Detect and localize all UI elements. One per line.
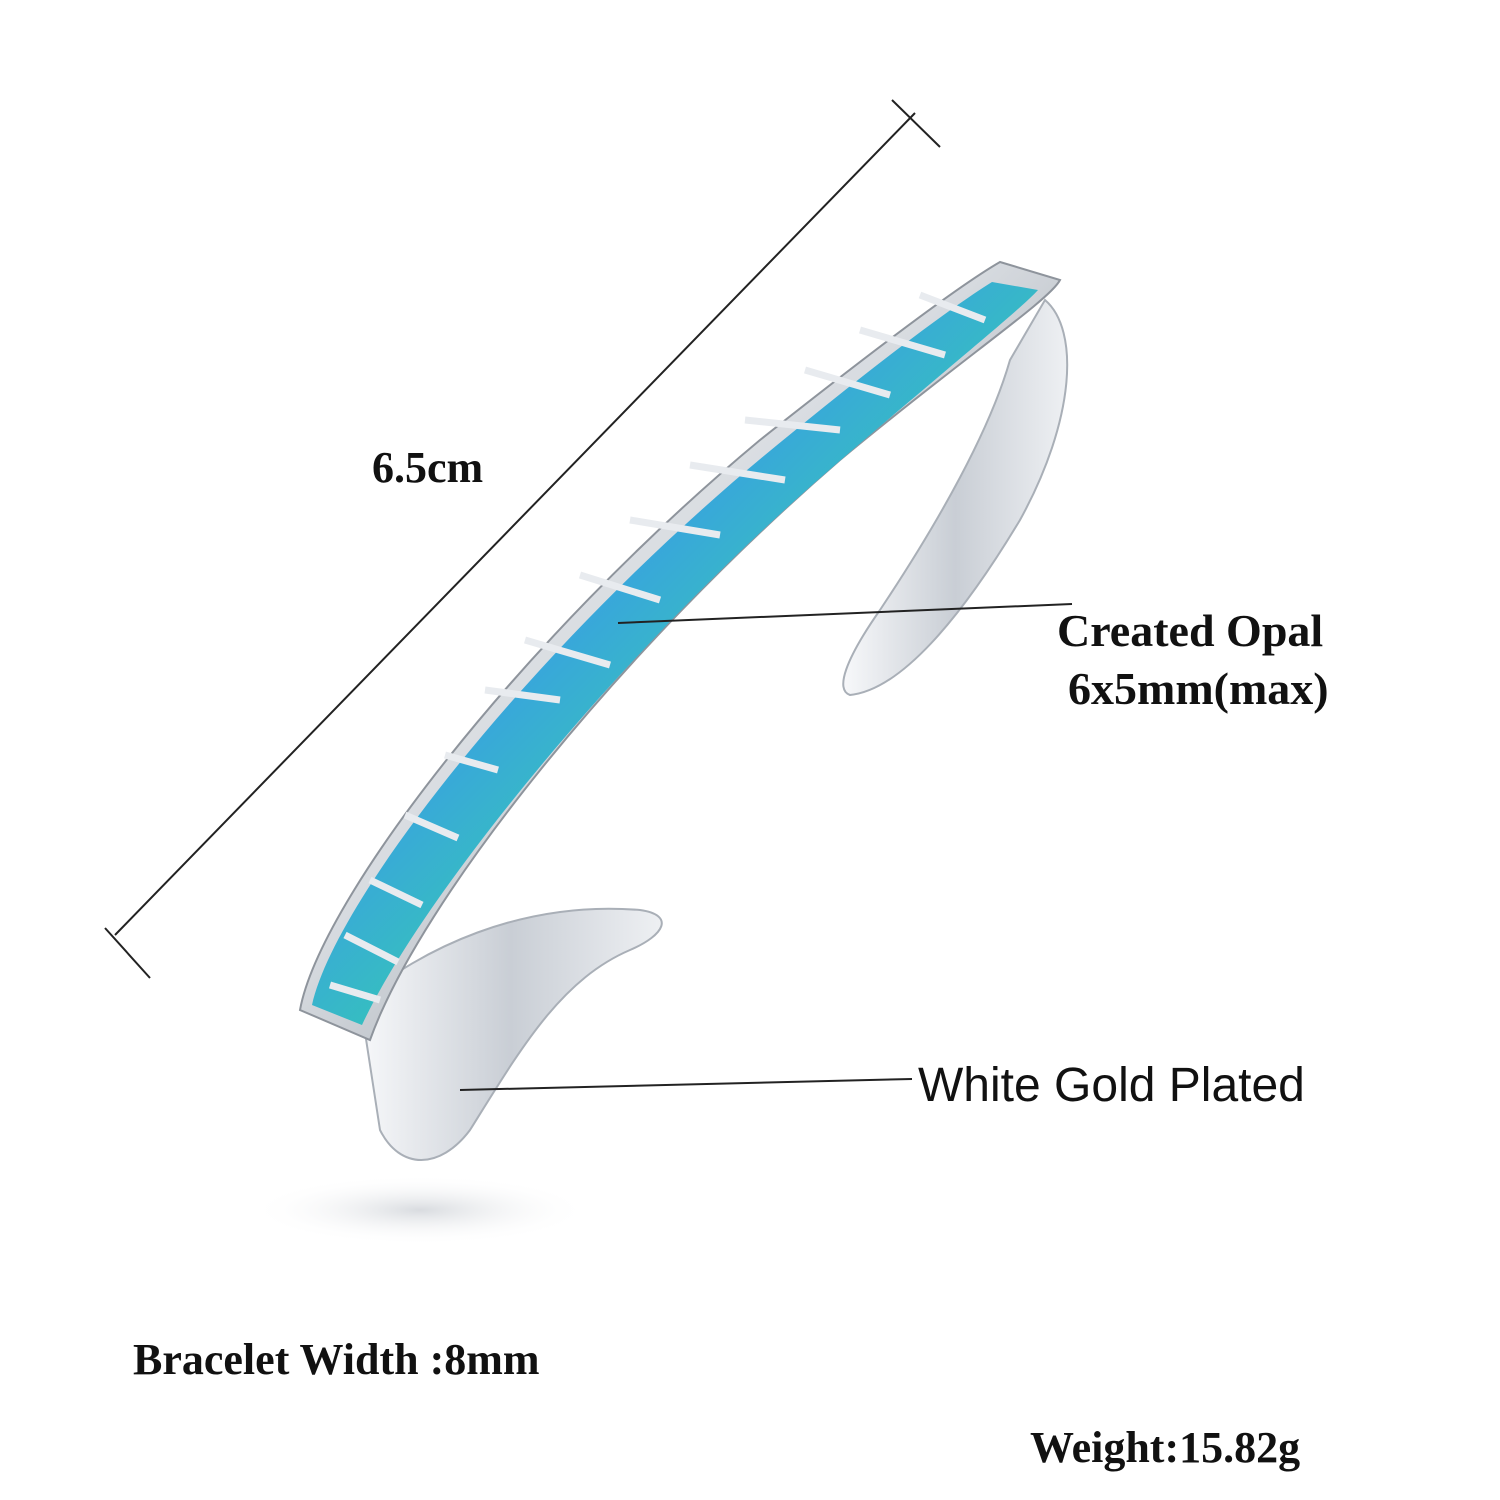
opal-inlay [312, 282, 1038, 1025]
bracelet-shadow [250, 1175, 590, 1245]
weight-label: Weight:15.82g [1030, 1423, 1301, 1472]
plating-callout-label: White Gold Plated [918, 1059, 1305, 1112]
opal-callout-line [617, 603, 1073, 624]
opal-callout-title: Created Opal [1057, 605, 1324, 656]
plating-callout-line [459, 1078, 913, 1091]
length-label: 6.5cm [372, 443, 484, 492]
cuff-inner-surface [358, 298, 1069, 1161]
length-dimension-line [104, 99, 941, 979]
bracelet-width-label: Bracelet Width :8mm [133, 1335, 540, 1384]
opal-callout-size: 6x5mm(max) [1068, 663, 1329, 714]
